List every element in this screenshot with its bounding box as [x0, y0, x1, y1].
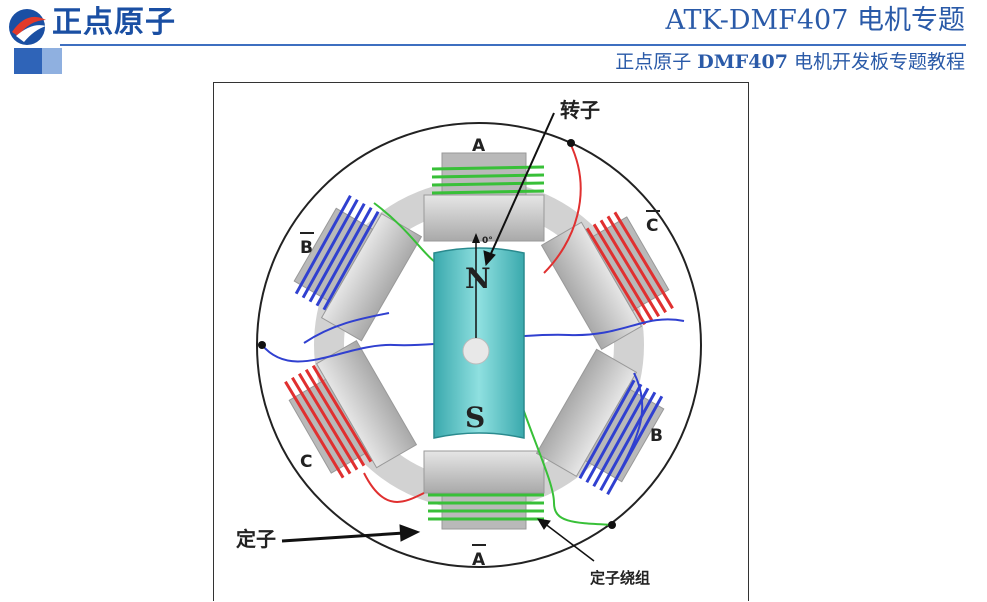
phase-c-bar-label: C	[646, 216, 658, 236]
stator-pole-b-bar	[293, 194, 423, 342]
motor-diagram: 转子 定子 定子绕组 N S 0° A A B B C C	[213, 82, 749, 601]
stator-label: 定子	[236, 527, 276, 551]
phase-a-label: A	[472, 136, 486, 156]
header-divider	[60, 44, 966, 46]
stator-pole-a-bar	[423, 450, 545, 530]
header-accent-block-light	[42, 48, 62, 74]
rotor	[433, 233, 525, 439]
angle-label: 0°	[482, 236, 493, 246]
terminal-dot	[608, 521, 616, 529]
leader-arrows	[281, 112, 595, 562]
phase-b-bar-label: B	[300, 238, 313, 258]
subtitle-board: DMF407	[697, 51, 788, 73]
page-subtitle: 正点原子 DMF407 电机开发板专题教程	[615, 50, 965, 74]
phase-a-bar-label: A	[472, 550, 486, 570]
phase-c-label: C	[300, 452, 312, 472]
bldc-motor-illustration: 转子 定子 定子绕组 N S 0° A A B B C C	[236, 98, 702, 587]
terminal-dot	[567, 139, 575, 147]
south-pole-label: S	[465, 401, 485, 434]
page-title: ATK-DMF407 电机专题	[665, 5, 965, 36]
subtitle-suffix: 电机开发板专题教程	[793, 51, 965, 73]
stator-pole-a	[423, 152, 545, 242]
stator-pole-c	[284, 340, 418, 479]
stator-pole-b	[535, 348, 665, 496]
winding-label: 定子绕组	[590, 569, 650, 587]
rotor-label: 转子	[560, 98, 600, 122]
stator-pole-c-bar	[540, 211, 674, 350]
stator-housing	[256, 122, 702, 568]
north-pole-label: N	[465, 262, 491, 295]
brand-logo	[6, 6, 266, 48]
phase-b-label: B	[650, 426, 663, 446]
brand-name: 正点原子	[52, 5, 176, 40]
subtitle-prefix: 正点原子	[615, 51, 692, 73]
brand-logo-icon	[9, 9, 46, 45]
terminal-dot	[258, 341, 266, 349]
header-accent-block	[14, 48, 42, 74]
